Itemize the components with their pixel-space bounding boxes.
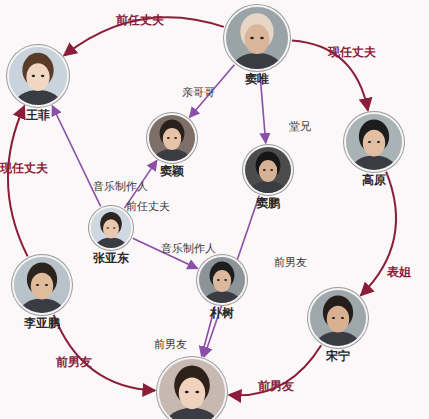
relation-label: 前任丈夫 — [116, 12, 164, 29]
relation-arrow — [8, 106, 28, 256]
relation-label: 前男友 — [274, 255, 307, 270]
portrait-photo — [91, 208, 131, 248]
person-circle — [157, 357, 227, 419]
relation-label: 表姐 — [387, 264, 411, 281]
person-circle: 窦鹏 — [243, 145, 293, 195]
relation-label: 前男友 — [56, 354, 92, 371]
relation-label: 音乐制作人 — [161, 241, 216, 256]
person-circle: 窦唯 — [224, 5, 290, 71]
relation-label: 堂兄 — [289, 119, 311, 134]
person-circle: 张亚东 — [89, 206, 133, 250]
portrait-photo — [159, 359, 225, 419]
person-circle: 王菲 — [7, 45, 69, 107]
person-circle: 李亚鹏 — [12, 255, 72, 315]
person-name: 宋宁 — [326, 348, 350, 365]
person-name: 窦鹏 — [256, 195, 280, 212]
person-circle: 朴树 — [197, 255, 247, 305]
relation-label: 音乐制作人 — [93, 179, 148, 194]
portrait-photo — [310, 290, 366, 346]
relation-label: 前男友 — [154, 337, 187, 352]
portrait-photo — [14, 257, 70, 313]
relation-arrow — [229, 345, 321, 395]
relation-arrow — [54, 315, 155, 391]
portrait-photo — [9, 47, 67, 105]
relation-label: 前任丈夫 — [126, 199, 170, 214]
portrait-photo — [226, 7, 288, 69]
person-name: 朴树 — [210, 305, 234, 322]
portrait-photo — [346, 114, 402, 170]
person-circle: 窦颖 — [147, 113, 197, 163]
relation-label: 前男友 — [258, 378, 294, 395]
person-circle: 宋宁 — [308, 288, 368, 348]
portrait-photo — [149, 115, 195, 161]
portrait-photo — [245, 147, 291, 193]
person-name: 高原 — [362, 172, 386, 189]
person-name: 王菲 — [26, 107, 50, 124]
person-name: 李亚鹏 — [24, 315, 60, 332]
person-name: 窦颖 — [160, 163, 184, 180]
relation-label: 现任丈夫 — [328, 44, 376, 61]
relation-label: 现任丈夫 — [0, 160, 48, 177]
person-name: 张亚东 — [93, 250, 129, 267]
relation-label: 亲哥哥 — [182, 85, 215, 100]
person-name: 窦唯 — [245, 71, 269, 88]
portrait-photo — [199, 257, 245, 303]
person-circle: 高原 — [344, 112, 404, 172]
relation-arrow — [204, 196, 259, 357]
